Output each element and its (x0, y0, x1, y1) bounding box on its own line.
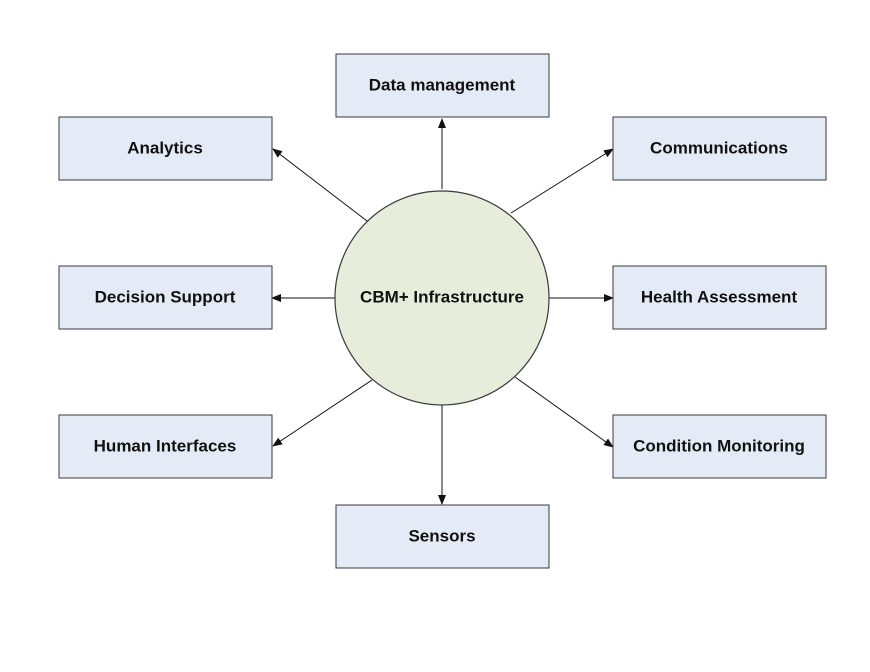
arrow-to-human-interfaces (272, 379, 373, 447)
arrow-to-condition-monitoring (514, 376, 614, 448)
center-node: CBM+ Infrastructure (334, 190, 550, 406)
node-communications: Communications (612, 116, 827, 181)
node-sensors: Sensors (335, 504, 550, 569)
center-label: CBM+ Infrastructure (360, 287, 524, 306)
node-human-interfaces: Human Interfaces (58, 414, 273, 479)
node-health-assessment: Health Assessment (612, 265, 827, 330)
node-data-management: Data management (335, 53, 550, 118)
center-circle (334, 190, 550, 406)
label-data-management: Data management (369, 75, 516, 94)
box-condition-monitoring (612, 414, 827, 479)
arrow-to-communications (510, 148, 614, 214)
label-analytics: Analytics (127, 138, 203, 157)
label-sensors: Sensors (408, 526, 475, 545)
box-health-assessment (612, 265, 827, 330)
label-condition-monitoring: Condition Monitoring (633, 436, 805, 455)
node-analytics: Analytics (58, 116, 273, 181)
label-communications: Communications (650, 138, 788, 157)
label-human-interfaces: Human Interfaces (94, 436, 237, 455)
node-decision-support: Decision Support (58, 265, 273, 330)
arrow-to-analytics (272, 148, 368, 222)
connector-arrows (271, 118, 614, 505)
box-decision-support (58, 265, 273, 330)
label-decision-support: Decision Support (95, 287, 236, 306)
box-communications (612, 116, 827, 181)
box-analytics (58, 116, 273, 181)
label-health-assessment: Health Assessment (641, 287, 798, 306)
node-condition-monitoring: Condition Monitoring (612, 414, 827, 479)
box-sensors (335, 504, 550, 569)
box-human-interfaces (58, 414, 273, 479)
box-data-management (335, 53, 550, 118)
